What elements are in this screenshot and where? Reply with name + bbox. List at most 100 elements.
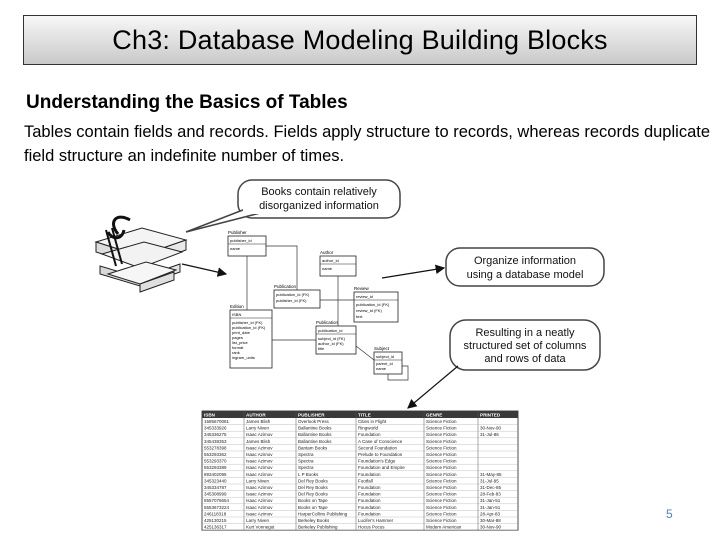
entity-author-field-1: author_id: [322, 258, 339, 263]
table-cell-isbn: 246118318: [204, 511, 227, 516]
entity-edition-field-6: list_price: [232, 340, 249, 345]
table-cell-genre: Science Fiction: [426, 492, 457, 497]
entity-publisher-name: Publisher: [228, 230, 247, 235]
entity-subject-field-2: parent_id: [376, 361, 393, 366]
table-cell-title: Cities in Flight: [358, 419, 387, 424]
table-cell-publisher: Bantam Books: [298, 445, 328, 450]
table-cell-title: Ringworld: [358, 426, 379, 431]
callout-organize-information: Organize information using a database mo…: [445, 247, 605, 287]
table-cell-publisher: L P Books: [298, 472, 319, 477]
page-number: 5: [666, 507, 673, 521]
section-heading: Understanding the Basics of Tables: [26, 92, 348, 113]
table-cell-printed: 31-Jan-51: [480, 505, 501, 510]
table-cell-title: Foundation's Edge: [358, 459, 396, 464]
table-header-genre: GENRE: [426, 412, 442, 417]
table-cell-publisher: Spectra: [298, 452, 314, 457]
table-cell-publisher: Berkeley Publishing: [298, 525, 338, 530]
table-cell-isbn: 345334787: [204, 485, 227, 490]
entity-publication-name: Publication: [316, 320, 339, 325]
table-cell-author: James Blish: [246, 419, 271, 424]
table-cell-isbn: 553293389: [204, 465, 227, 470]
table-header-publisher: PUBLISHER: [298, 412, 325, 417]
table-cell-isbn: 5557076654: [204, 498, 230, 503]
table-cell-author: Isaac Azimov: [246, 511, 273, 516]
table-cell-author: Isaac Azimov: [246, 498, 273, 503]
table-cell-isbn: 345323440: [204, 478, 227, 483]
table-cell-publisher: Del Rey Books: [298, 492, 329, 497]
table-cell-title: Footfall: [358, 478, 373, 483]
entity-publication-field-2: subject_id (FK): [318, 336, 346, 341]
table-cell-author: Isaac Azimov: [246, 492, 273, 497]
database-model-figure: Books contain relatively disorganized in…: [78, 170, 618, 532]
callout-1-line-1: Books contain relatively: [261, 186, 377, 198]
table-cell-author: Isaac Azimov: [246, 465, 273, 470]
table-cell-publisher: Ballantine Books: [298, 426, 332, 431]
figure-svg: Books contain relatively disorganized in…: [94, 179, 605, 531]
entity-edition-field-9: ingram_units: [232, 355, 255, 360]
table-header-isbn: ISBN: [204, 412, 216, 417]
callout-2-line-1: Organize information: [474, 255, 576, 267]
table-cell-title: Foundation: [358, 432, 381, 437]
table-cell-isbn: 345336275: [204, 432, 227, 437]
entity-review: Review review_id publication_id (FK) rev…: [353, 286, 399, 323]
entity-edition-field-7: format: [232, 345, 244, 350]
entity-subject-field-3: name: [376, 366, 387, 371]
entity-publisher: Publisher publisher_id name: [227, 230, 267, 257]
entity-publication-fk-field-1: publication_id (FK): [276, 292, 310, 297]
body-paragraph: Tables contain fields and records. Field…: [24, 123, 711, 165]
table-cell-isbn: 553293370: [204, 459, 227, 464]
table-header-bar: [202, 411, 518, 418]
table-cell-author: Isaac Azimov: [246, 432, 273, 437]
table-cell-title: Foundation: [358, 492, 381, 497]
table-cell-title: Foundation: [358, 511, 381, 516]
table-cell-printed: 30-Nov-90: [480, 426, 502, 431]
table-cell-genre: Science Fiction: [426, 452, 457, 457]
table-cell-printed: 28-Apr-83: [480, 511, 501, 516]
table-cell-printed: 31-May-85: [480, 472, 502, 477]
table-cell-isbn: 425130215: [204, 518, 227, 523]
table-cell-title: Hocus Pocus: [358, 525, 385, 530]
table-cell-author: Isaac Azimov: [246, 452, 273, 457]
table-cell-publisher: Del Rey Books: [298, 485, 329, 490]
entity-edition-name: Edition: [230, 304, 244, 309]
entity-publication: Publication publication_id subject_id (F…: [315, 320, 357, 355]
table-cell-author: Isaac Azimov: [246, 445, 273, 450]
table-cell-title: Second Foundation: [358, 445, 398, 450]
table-cell-publisher: Del Rey Books: [298, 478, 329, 483]
table-cell-publisher: HarperCollins Publishing: [298, 511, 348, 516]
table-cell-genre: Science Fiction: [426, 511, 457, 516]
table-cell-genre: Science Fiction: [426, 498, 457, 503]
table-cell-author: Isaac Azimov: [246, 459, 273, 464]
callout-2-line-2: using a database model: [467, 269, 584, 281]
callout-1-line-2: disorganized information: [259, 200, 379, 212]
table-cell-title: Foundation: [358, 472, 381, 477]
table-cell-isbn: 425136317: [204, 525, 227, 530]
arrow-model-to-callout: [381, 264, 446, 279]
entity-review-field-1: review_id: [356, 294, 373, 299]
table-cell-title: A Case of Conscience: [358, 439, 403, 444]
book-stack-icon: [94, 215, 188, 293]
table-cell-genre: Science Fiction: [426, 426, 457, 431]
table-cell-printed: 28-Feb-83: [480, 492, 501, 497]
table-cell-author: Isaac Azimov: [246, 472, 273, 477]
entity-publication-field-3: author_id (FK): [318, 341, 344, 346]
table-header-printed: PRINTED: [480, 412, 501, 417]
entity-edition-field-2: publisher_id (FK): [232, 320, 263, 325]
table-cell-publisher: Overlook Press: [298, 419, 330, 424]
table-cell-printed: 31-Jul-86: [480, 432, 499, 437]
table-cell-author: James Blish: [246, 439, 271, 444]
entity-publisher-field-2: name: [230, 246, 241, 251]
table-cell-publisher: Berkeley Books: [298, 518, 330, 523]
entity-review-field-4: text: [356, 314, 363, 319]
table-cell-isbn: 553278398: [204, 445, 227, 450]
table-cell-isbn: 345438353: [204, 439, 227, 444]
entity-review-field-2: publication_id (FK): [356, 302, 390, 307]
entity-review-name: Review: [354, 286, 370, 291]
callout-3-line-2: structured set of columns: [464, 340, 587, 352]
table-cell-genre: Modern American: [426, 525, 462, 530]
entity-subject-field-1: subject_id: [376, 354, 394, 359]
table-cell-printed: 31-Dec-85: [480, 485, 502, 490]
table-header-title: TITLE: [358, 412, 371, 417]
table-cell-publisher: Spectra: [298, 465, 314, 470]
